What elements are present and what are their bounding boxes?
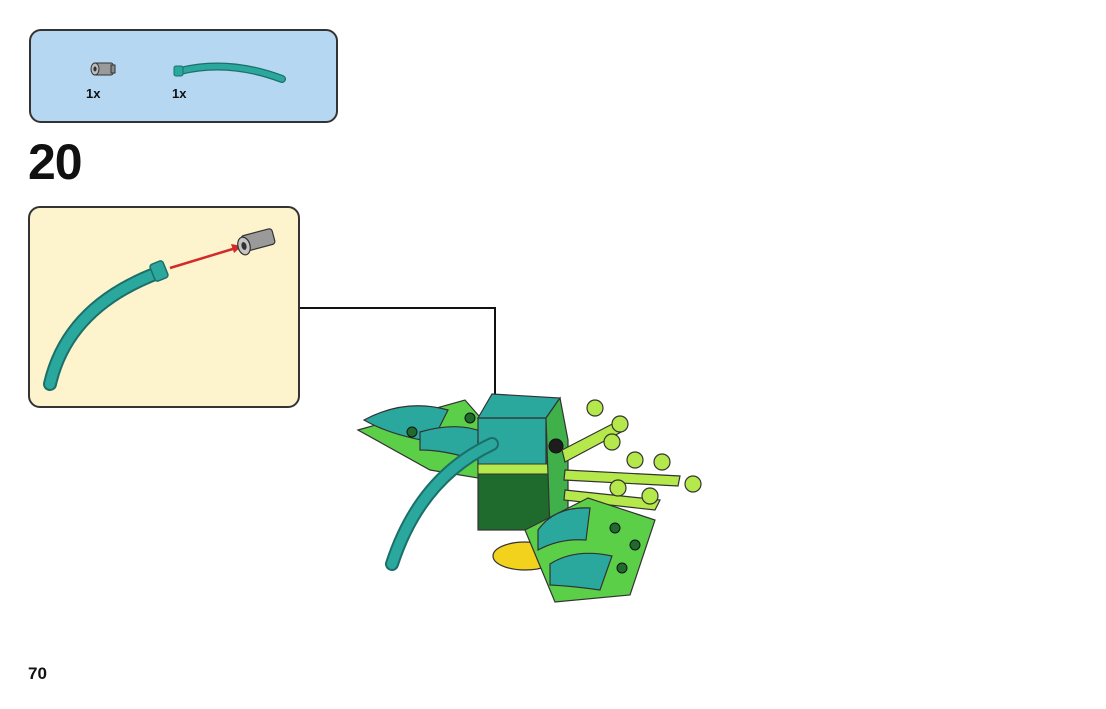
connector-pin-icon xyxy=(90,62,116,76)
horn-piece xyxy=(43,265,167,391)
main-model-illustration xyxy=(356,393,702,603)
parts-list-box: 1x 1x xyxy=(29,29,338,123)
curved-horn-icon xyxy=(173,62,286,83)
assembly-arrow-icon xyxy=(169,246,237,270)
part-quantity: 1x xyxy=(86,86,101,101)
page-number: 70 xyxy=(28,664,47,683)
part-quantity: 1x xyxy=(172,86,187,101)
callout-illustration xyxy=(43,228,276,391)
step-number: 20 xyxy=(28,134,83,190)
connector-piece xyxy=(237,228,276,256)
antenna-branches xyxy=(561,399,702,511)
